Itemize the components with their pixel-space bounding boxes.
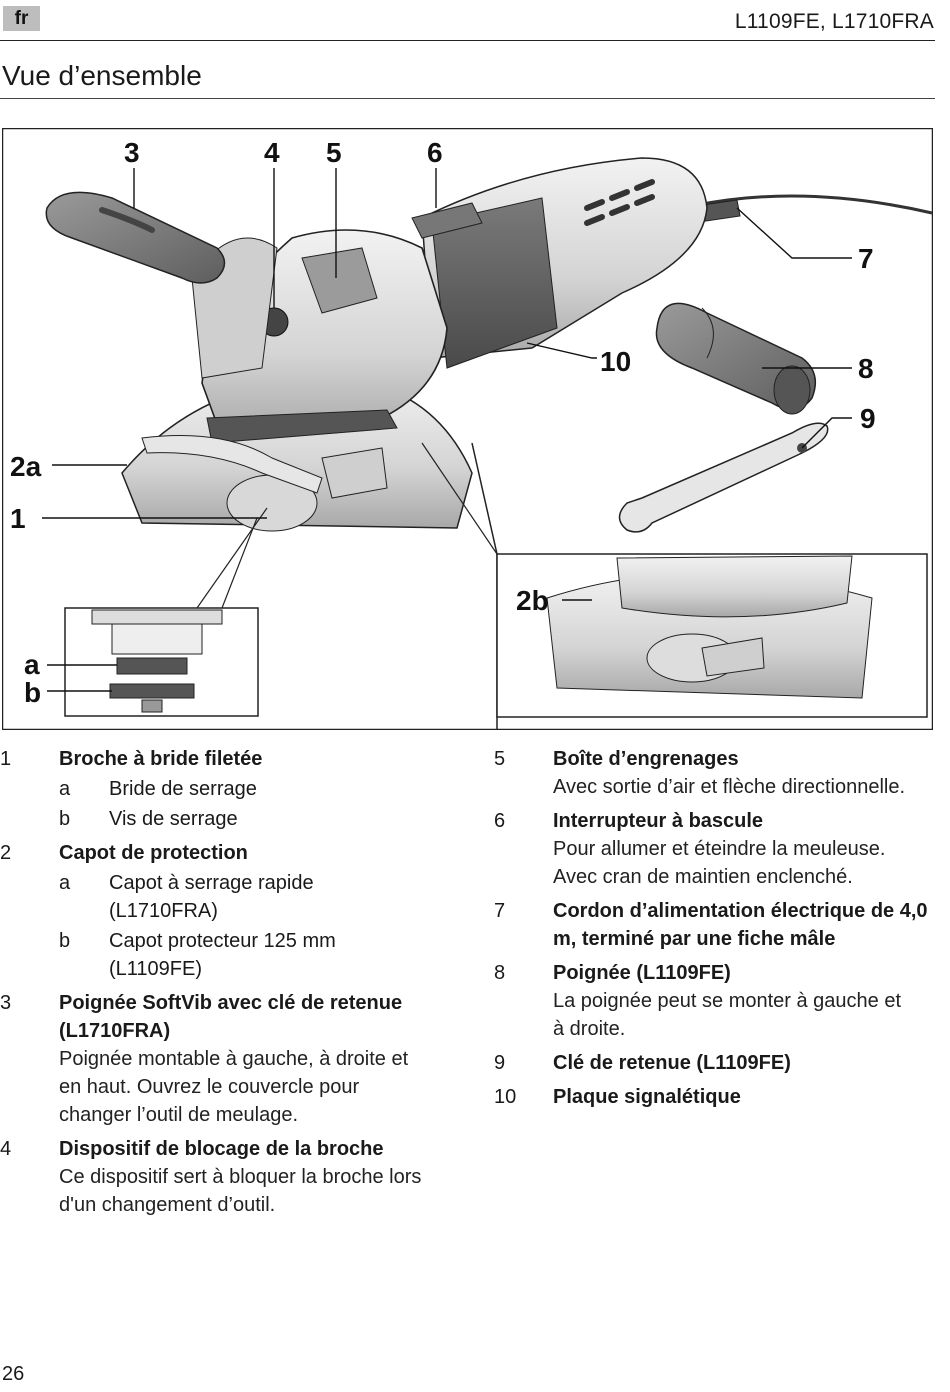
legend-item-4: 4 Dispositif de blocage de la broche Ce … bbox=[0, 1135, 470, 1219]
legend-item-9: 9 Clé de retenue (L1109FE) bbox=[494, 1049, 934, 1077]
legend-item-3: 3 Poignée SoftVib avec clé de retenue (L… bbox=[0, 989, 470, 1129]
model-numbers: L1109FE, L1710FRA bbox=[734, 10, 934, 33]
air-vents bbox=[584, 179, 655, 226]
legend-item-2: 2 Capot de protection a Capot à serrage … bbox=[0, 839, 470, 983]
sub-item-2b: b Capot protecteur 125 mm (L1109FE) bbox=[59, 927, 369, 983]
callout-4: 4 bbox=[264, 137, 280, 168]
power-cord bbox=[691, 194, 933, 215]
item-description: La poignée peut se monter à gauche et à … bbox=[553, 990, 902, 1040]
sub-item-1a: a Bride de serrage bbox=[59, 775, 470, 803]
callout-8: 8 bbox=[858, 353, 874, 384]
sub-letter: b bbox=[59, 808, 71, 830]
item-number: 10 bbox=[494, 1086, 517, 1108]
callout-9: 9 bbox=[860, 403, 876, 434]
callout-7: 7 bbox=[858, 243, 874, 274]
legend-right-column: 5 Boîte d’engrenages Avec sortie d’air e… bbox=[494, 745, 934, 1117]
item-number: 3 bbox=[0, 992, 12, 1014]
sub-letter: a bbox=[59, 778, 71, 800]
sub-text: Capot protecteur 125 mm (L1109FE) bbox=[109, 930, 336, 980]
item-number: 6 bbox=[494, 810, 506, 832]
item-title: Plaque signalétique bbox=[553, 1086, 741, 1108]
item-title: Cordon d’alimentation électrique de 4,0 … bbox=[553, 900, 928, 950]
softvib-handle bbox=[45, 191, 226, 284]
legend-item-10: 10 Plaque signalétique bbox=[494, 1083, 934, 1111]
guard-lever bbox=[141, 435, 323, 494]
sub-letter: b bbox=[59, 930, 71, 952]
callout-10: 10 bbox=[600, 346, 631, 377]
sub-letter: a bbox=[59, 872, 71, 894]
page-title: Vue d’ensemble bbox=[2, 60, 202, 91]
item-number: 9 bbox=[494, 1052, 506, 1074]
item-description: Poignée montable à gauche, à droite et e… bbox=[59, 1048, 409, 1126]
callout-2a: 2a bbox=[10, 451, 42, 482]
rocker-switch bbox=[411, 202, 483, 239]
item-title: Interrupteur à bascule bbox=[553, 810, 764, 832]
item-number: 5 bbox=[494, 748, 506, 770]
callout-a: a bbox=[24, 649, 40, 680]
callout-b: b bbox=[24, 677, 41, 708]
item-title: Boîte d’engrenages bbox=[553, 748, 739, 770]
overview-illustration: 3 4 5 6 7 10 8 9 2a 1 2b a b bbox=[2, 128, 933, 730]
page-number: 26 bbox=[2, 1363, 25, 1385]
sub-item-2a: a Capot à serrage rapide (L1710FRA) bbox=[59, 869, 339, 925]
callout-3: 3 bbox=[124, 137, 140, 168]
sub-text: Bride de serrage bbox=[109, 778, 257, 800]
legend-item-5: 5 Boîte d’engrenages Avec sortie d’air e… bbox=[494, 745, 934, 801]
item-title: Clé de retenue (L1109FE) bbox=[553, 1052, 791, 1074]
callout-6: 6 bbox=[427, 137, 443, 168]
legend-item-1: 1 Broche à bride filetée a Bride de serr… bbox=[0, 745, 470, 833]
item-description: Avec sortie d’air et flèche directionnel… bbox=[553, 776, 906, 798]
sub-text: Vis de serrage bbox=[109, 808, 238, 830]
leader-lines bbox=[42, 168, 852, 692]
item-title: Capot de protection bbox=[59, 842, 248, 864]
legend-left-column: 1 Broche à bride filetée a Bride de serr… bbox=[0, 745, 470, 1225]
callout-1: 1 bbox=[10, 503, 26, 534]
language-tag: fr bbox=[3, 6, 40, 31]
item-title: Poignée (L1109FE) bbox=[553, 962, 731, 984]
item-description: Ce dispositif sert à bloquer la broche l… bbox=[59, 1166, 422, 1216]
header-divider bbox=[0, 40, 935, 41]
head-band bbox=[206, 409, 398, 444]
legend-item-7: 7 Cordon d’alimentation électrique de 4,… bbox=[494, 897, 934, 953]
item-number: 1 bbox=[0, 748, 12, 770]
item-number: 4 bbox=[0, 1138, 12, 1160]
callout-2b: 2b bbox=[516, 585, 549, 616]
sub-item-1b: b Vis de serrage bbox=[59, 805, 470, 833]
item-title: Poignée SoftVib avec clé de retenue (L17… bbox=[59, 992, 403, 1042]
item-number: 7 bbox=[494, 900, 506, 922]
legend-item-8: 8 Poignée (L1109FE) La poignée peut se m… bbox=[494, 959, 934, 1043]
callout-5: 5 bbox=[326, 137, 342, 168]
item-title: Broche à bride filetée bbox=[59, 748, 263, 770]
item-description: Pour allumer et éteindre la meuleuse. Av… bbox=[553, 838, 886, 888]
clamp-screw bbox=[321, 447, 388, 499]
sub-text: Capot à serrage rapide (L1710FRA) bbox=[109, 872, 314, 922]
legend-item-6: 6 Interrupteur à bascule Pour allumer et… bbox=[494, 807, 934, 891]
item-number: 8 bbox=[494, 962, 506, 984]
title-divider bbox=[0, 98, 935, 99]
item-number: 2 bbox=[0, 842, 12, 864]
item-title: Dispositif de blocage de la broche bbox=[59, 1138, 384, 1160]
gear-vent bbox=[301, 247, 378, 314]
